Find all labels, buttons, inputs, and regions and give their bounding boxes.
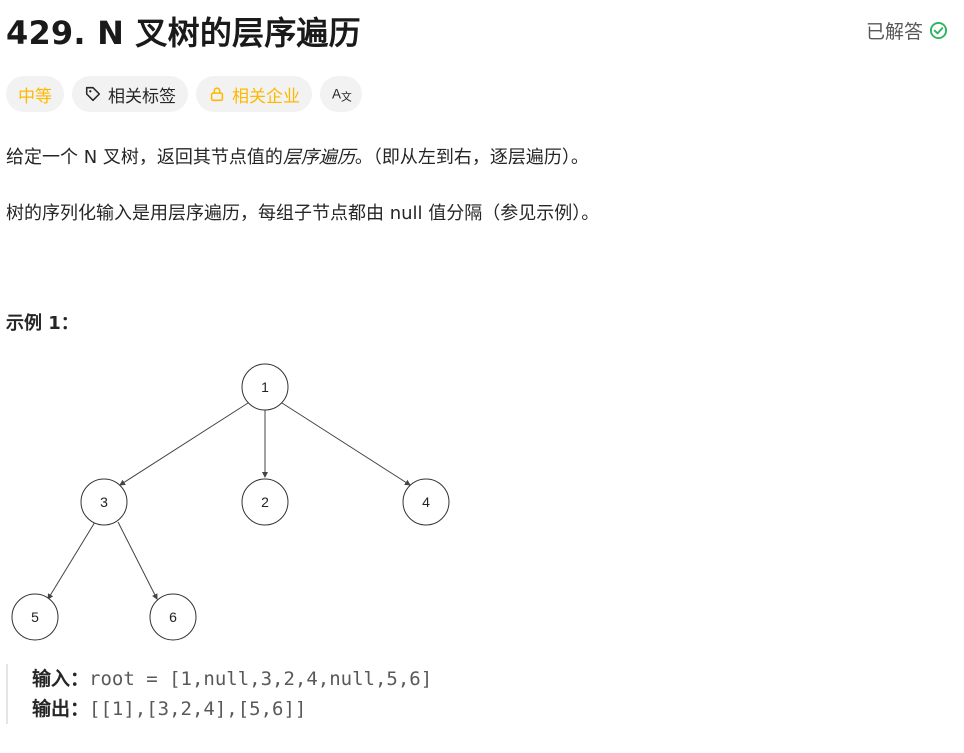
input-value: root = [1,null,3,2,4,null,5,6] bbox=[89, 668, 433, 690]
tree-node-label: 1 bbox=[261, 379, 269, 395]
tree-edge bbox=[119, 402, 249, 486]
solved-label: 已解答 bbox=[865, 21, 923, 43]
topics-label: 相关标签 bbox=[108, 86, 176, 107]
tree-edge bbox=[47, 521, 96, 600]
difficulty-badge: 中等 bbox=[6, 76, 64, 112]
companies-label: 相关企业 bbox=[232, 86, 300, 107]
description-emphasis: 层序遍历 bbox=[282, 147, 355, 168]
tree-node-label: 6 bbox=[169, 609, 177, 625]
description-paragraph-1: 给定一个 N 叉树，返回其节点值的层序遍历。（即从左到右，逐层遍历）。 bbox=[6, 143, 589, 169]
tree-node-label: 5 bbox=[31, 609, 39, 625]
description-paragraph-2: 树的序列化输入是用层序遍历，每组子节点都由 null 值分隔（参见示例）。 bbox=[6, 203, 600, 224]
tree-node-label: 3 bbox=[100, 494, 108, 510]
companies-button[interactable]: 相关企业 bbox=[196, 76, 312, 112]
tree-edge bbox=[281, 402, 411, 486]
example-tree-diagram: 1 3 2 4 5 6 bbox=[11, 363, 450, 641]
svg-text:A: A bbox=[332, 87, 341, 102]
output-value: [[1],[3,2,4],[5,6]] bbox=[89, 698, 307, 720]
tree-node: 4 bbox=[402, 478, 450, 526]
tree-node-label: 2 bbox=[261, 494, 269, 510]
translate-button[interactable]: A 文 bbox=[320, 76, 362, 112]
description-text: 给定一个 N 叉树，返回其节点值的 bbox=[6, 147, 283, 168]
tree-node-label: 4 bbox=[422, 494, 430, 510]
tree-node: 1 bbox=[241, 363, 289, 411]
tree-edge bbox=[117, 521, 158, 600]
example-title: 示例 1： bbox=[6, 313, 79, 334]
topics-button[interactable]: 相关标签 bbox=[72, 76, 188, 112]
difficulty-label: 中等 bbox=[18, 86, 52, 107]
check-circle-icon bbox=[929, 21, 948, 40]
tree-node: 5 bbox=[11, 593, 59, 641]
tag-icon bbox=[85, 86, 101, 102]
lock-icon bbox=[210, 87, 224, 102]
tag-bar: 中等 相关标签 相关企业 A 文 bbox=[6, 76, 362, 112]
solved-status: 已解答 bbox=[866, 17, 948, 44]
example-output-line: 输出：[[1],[3,2,4],[5,6]] bbox=[32, 694, 432, 724]
example-io-block: 输入：root = [1,null,3,2,4,null,5,6] 输出：[[1… bbox=[6, 664, 432, 724]
tree-node: 3 bbox=[80, 478, 128, 526]
tree-node: 2 bbox=[241, 478, 289, 526]
example-input-line: 输入：root = [1,null,3,2,4,null,5,6] bbox=[32, 664, 432, 694]
svg-text:文: 文 bbox=[341, 90, 352, 103]
input-label: 输入： bbox=[32, 668, 90, 690]
tree-node: 6 bbox=[149, 593, 197, 641]
translate-icon: A 文 bbox=[332, 87, 352, 104]
description-text: 。（即从左到右，逐层遍历）。 bbox=[354, 147, 589, 168]
output-label: 输出： bbox=[32, 698, 90, 720]
problem-title: 429. N 叉树的层序遍历 bbox=[6, 14, 361, 52]
